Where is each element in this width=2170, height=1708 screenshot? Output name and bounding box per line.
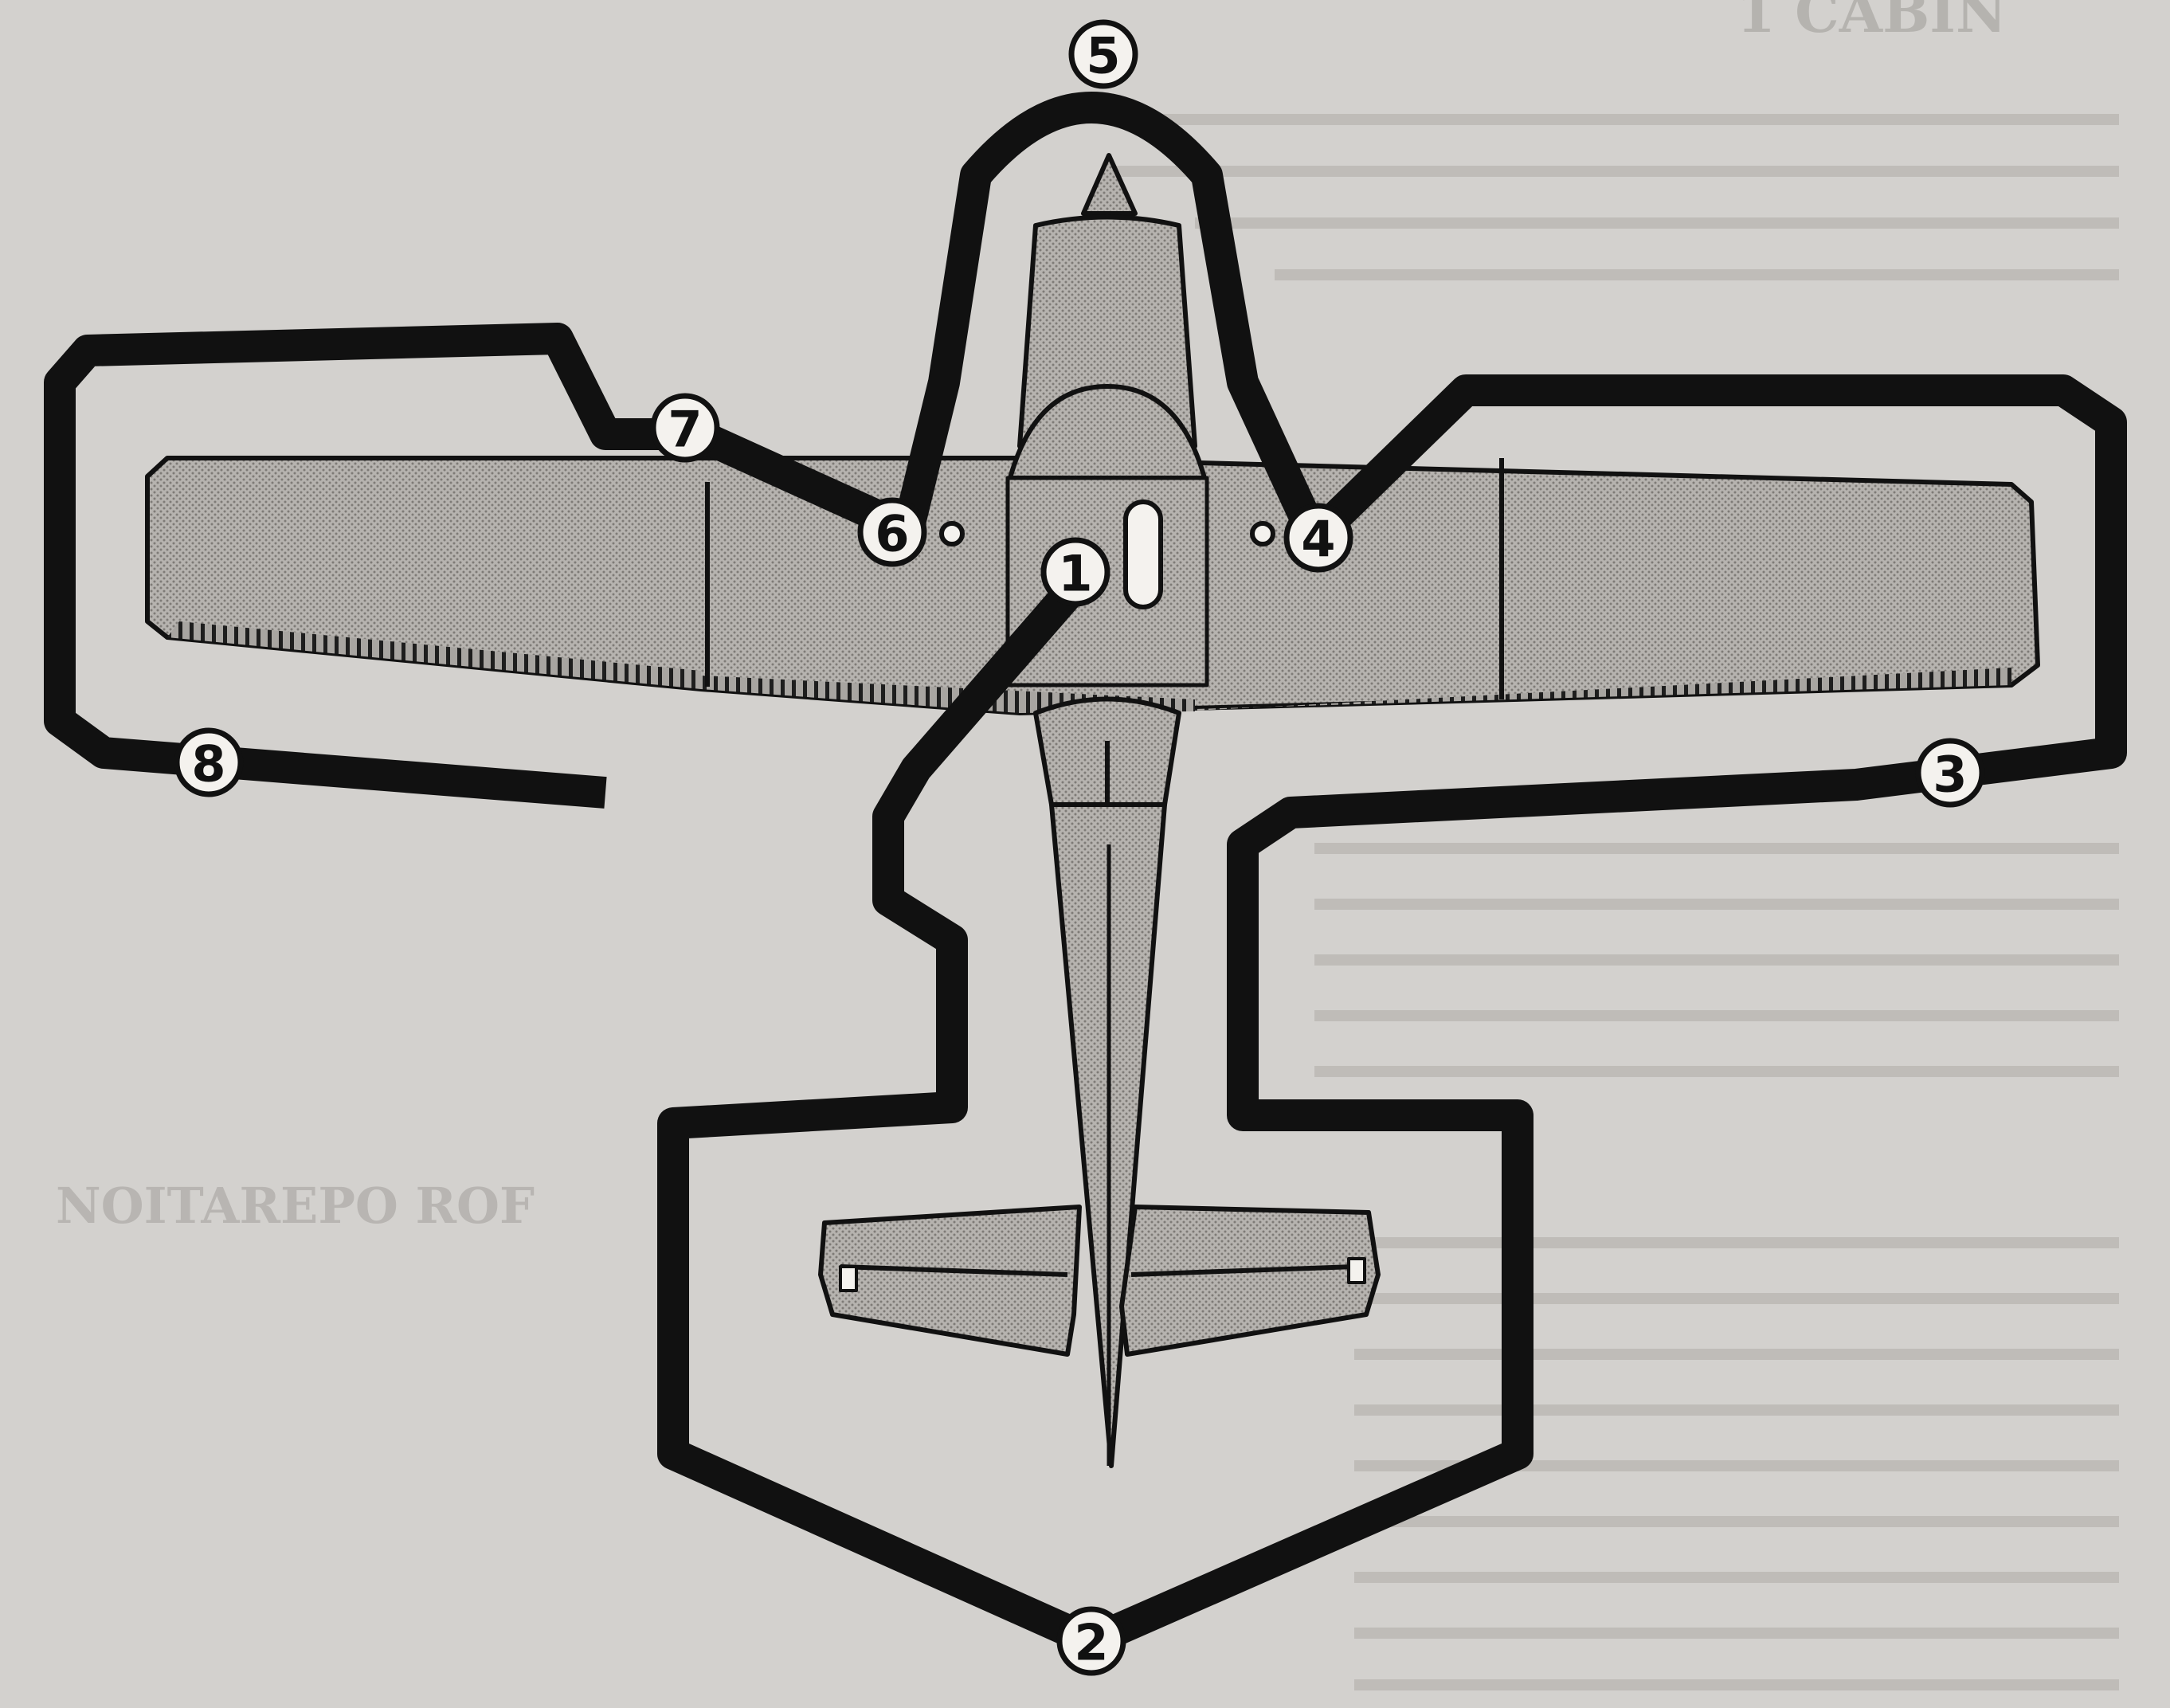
propeller-spinner: [1081, 153, 1138, 216]
marker-7: 7: [650, 393, 720, 463]
inspection-panel: [1123, 499, 1163, 609]
marker-8: 8: [174, 727, 244, 797]
marker-4-label: 4: [1301, 511, 1335, 569]
fuel-cap-right: [1250, 521, 1275, 546]
marker-2: 2: [1056, 1606, 1126, 1676]
marker-4: 4: [1283, 503, 1353, 573]
marker-2-label: 2: [1074, 1614, 1108, 1672]
horizontal-stabilizer-right: [1119, 1205, 1381, 1357]
marker-7-label: 7: [668, 401, 702, 459]
marker-6: 6: [857, 497, 927, 567]
marker-6-label: 6: [875, 505, 909, 563]
marker-3-label: 3: [1933, 746, 1967, 804]
marker-1: 1: [1040, 537, 1110, 607]
bleed-through-lines: [1115, 114, 2119, 1690]
bleed-through-cabin: 1 CABIN: [1737, 0, 2007, 45]
engine-cowling: [1017, 214, 1197, 449]
marker-8-label: 8: [191, 735, 225, 793]
fuel-cap-left: [939, 521, 965, 546]
bleed-through-heading: NOITAREPO ROF: [56, 1177, 535, 1235]
walkaround-path: [44, 92, 2127, 1657]
marker-1-label: 1: [1058, 545, 1092, 603]
marker-5: 5: [1068, 19, 1138, 89]
marker-5-label: 5: [1086, 27, 1120, 85]
wing-flaps-right: [1195, 668, 2011, 711]
wing-flaps-left: [167, 621, 701, 689]
elevator-trim-left: [839, 1265, 858, 1292]
marker-3: 3: [1915, 738, 1985, 808]
horizontal-stabilizer-left: [818, 1205, 1082, 1357]
cabin-windshield: [1008, 384, 1207, 480]
elevator-trim-right: [1347, 1257, 1366, 1284]
walkaround-route: [44, 92, 2127, 1657]
